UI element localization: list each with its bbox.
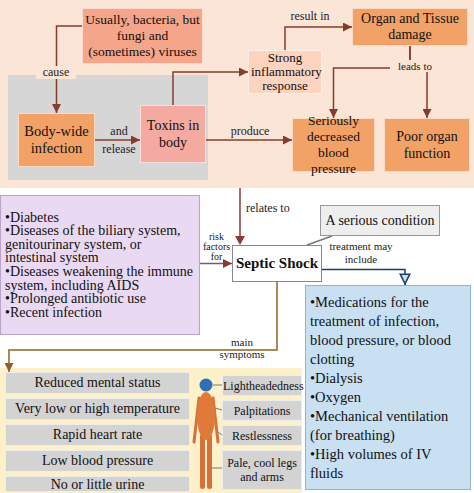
node-text: Palpitations — [223, 404, 301, 418]
symptom-box: Restlessness — [222, 425, 302, 446]
leader-line — [213, 385, 222, 386]
connector-arrow — [206, 139, 292, 141]
node-text: Seriously decreased blood pressure — [295, 113, 372, 177]
node-text: •Diabetes — [5, 211, 195, 225]
process-box: Body-wide infection — [18, 113, 95, 167]
node-text: •Diseases weakening the immune system, i… — [5, 265, 195, 292]
node-text: Very low or high temperature — [8, 401, 187, 417]
edge-label: risk factors for — [201, 232, 232, 262]
symptom-box: Palpitations — [222, 400, 302, 421]
edge-label: main symptoms — [208, 336, 276, 360]
figure-torso — [197, 392, 215, 440]
note-label: relates to — [246, 201, 316, 215]
node-text: Pale, cool legs and arms — [225, 456, 299, 484]
connector-group — [9, 26, 427, 372]
connector-arrow — [334, 46, 411, 118]
node-text: Poor organ function — [387, 128, 467, 162]
relation-arrowhead — [235, 236, 245, 245]
edge-label: and release — [98, 122, 140, 158]
connector-arrow — [285, 27, 352, 50]
node-text: Organ and Tissue damage — [355, 11, 465, 43]
node-text: Toxins in body — [143, 117, 203, 151]
connector-arrow — [410, 46, 427, 118]
node-text: •Prolonged antibiotic use — [5, 292, 195, 306]
node-text: Low blood pressure — [8, 453, 187, 469]
process-box: Toxins in body — [140, 105, 206, 163]
node-text: No or little urine — [8, 477, 187, 492]
figure-head — [200, 379, 213, 392]
symptom-box: Reduced mental status — [5, 372, 190, 394]
edge-label: treatment may include — [328, 240, 394, 266]
node-text: •Medications for the treatment of infect… — [310, 293, 466, 369]
node-text: •High volumes of IV fluids — [310, 445, 466, 483]
edge-label: produce — [216, 124, 284, 138]
process-box: Strong inflammatory response — [248, 50, 322, 94]
node-text: Lightheadedness — [223, 379, 301, 393]
node-text: Body-wide infection — [21, 123, 92, 157]
connector-arrow — [9, 282, 277, 372]
infection-group — [8, 75, 208, 180]
node-text: Usually, bacteria, but fungi and (someti… — [85, 12, 200, 60]
connector-arrow — [173, 72, 248, 105]
node-text: Restlessness — [223, 429, 301, 443]
symptom-box: Very low or high temperature — [5, 398, 190, 420]
list-box: •Medications for the treatment of infect… — [305, 285, 471, 490]
list-box: •Diabetes•Diseases of the biliary system… — [0, 195, 200, 335]
symptom-box: Pale, cool legs and arms — [222, 450, 302, 490]
connector-arrow — [307, 236, 332, 245]
symptom-box: No or little urine — [5, 476, 190, 492]
symptom-box: Rapid heart rate — [5, 424, 190, 446]
node-text: •Mechanical ventilation (for breathing) — [310, 407, 466, 445]
process-box: Organ and Tissue damage — [352, 8, 468, 46]
node-text: Rapid heart rate — [8, 427, 187, 443]
node-text: Reduced mental status — [8, 375, 187, 391]
leader-line — [215, 408, 222, 410]
symptom-panel — [0, 368, 302, 493]
symptom-box: Lightheadedness — [222, 375, 302, 396]
node-text: Septic Shock — [235, 255, 319, 272]
connector-arrow — [322, 270, 405, 286]
leader-line — [212, 468, 222, 469]
callout-box: A serious condition — [320, 205, 440, 236]
node-text: •Oxygen — [310, 388, 466, 407]
process-box: Seriously decreased blood pressure — [292, 118, 375, 172]
figure-leg — [207, 434, 212, 489]
cause-box: Usually, bacteria, but fungi and (someti… — [82, 8, 203, 64]
process-box: Poor organ function — [384, 118, 470, 172]
symptom-box: Low blood pressure — [5, 450, 190, 472]
edge-label: result in — [288, 7, 332, 26]
node-text: Strong inflammatory response — [251, 51, 319, 93]
node-text: A serious condition — [323, 213, 437, 229]
edge-label: cause — [36, 66, 76, 79]
node-text: •Recent infection — [5, 306, 195, 320]
node-text: •Diseases of the biliary system, genitou… — [5, 224, 195, 265]
figure-leg — [200, 434, 205, 489]
edge-label: leads to — [390, 60, 440, 72]
person-figure — [194, 379, 222, 490]
relation-line — [239, 188, 241, 237]
mechanism-panel — [0, 0, 474, 188]
connector-arrow — [200, 263, 232, 265]
node-text: •Dialysis — [310, 369, 466, 388]
central-box: Septic Shock — [232, 245, 322, 282]
connector-arrow — [95, 139, 140, 141]
